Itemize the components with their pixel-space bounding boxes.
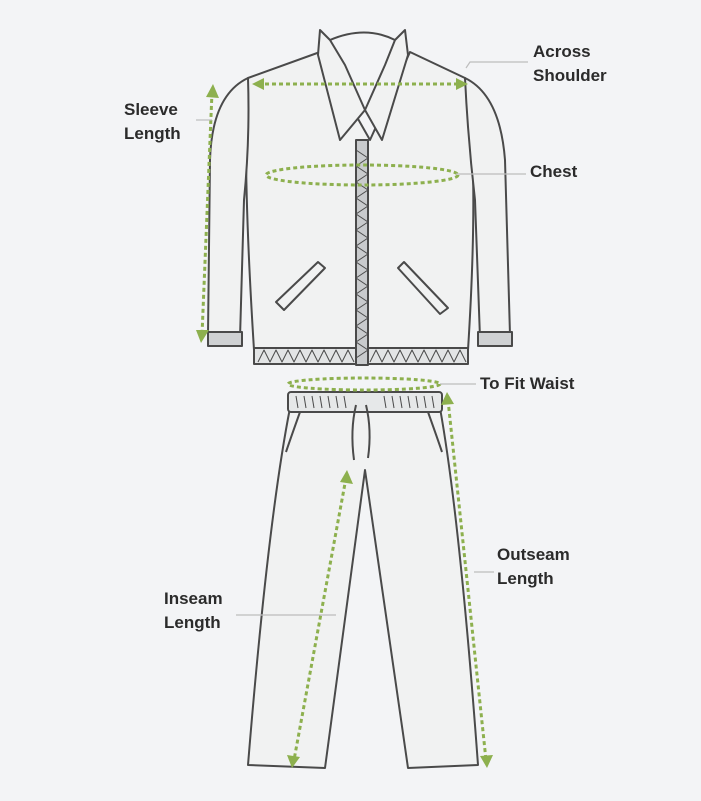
leader-lines: [196, 61, 528, 616]
jacket-left-pocket: [275, 261, 326, 311]
measurement-arrowheads: [196, 78, 493, 768]
pants-waistband: [287, 391, 443, 413]
pants-right-pocket: [427, 411, 443, 453]
pants-drawstring: [351, 404, 371, 461]
inseam-length-measure: [292, 477, 348, 761]
chest-measure: [264, 163, 460, 187]
sleeve-length-measure: [200, 91, 214, 336]
arrow-icon: [252, 78, 264, 90]
arrow-icon: [196, 330, 209, 343]
chest-label: Chest: [530, 162, 578, 181]
arrow-icon: [340, 470, 353, 484]
jacket-left-sleeve: [207, 77, 250, 339]
arrow-icon: [287, 755, 300, 768]
pants-body: [247, 407, 479, 769]
jacket-right-cuff: [477, 331, 513, 347]
pants-illustration: [247, 391, 479, 769]
inseam-length-label: Inseam Length: [164, 589, 223, 632]
arrow-icon: [456, 78, 468, 90]
arrow-icon: [206, 84, 219, 98]
across-shoulder-label: Across Shoulder: [533, 42, 607, 85]
jacket-right-pocket: [397, 261, 449, 315]
outseam-length-label: Outseam Length: [497, 545, 570, 588]
jacket-right-sleeve: [464, 77, 511, 339]
arrow-icon: [441, 392, 454, 405]
to-fit-waist-label: To Fit Waist: [480, 374, 575, 393]
jacket-left-cuff: [207, 331, 243, 347]
waist-measure: [286, 376, 442, 392]
outseam-length-measure: [446, 399, 488, 761]
arrow-icon: [480, 755, 493, 768]
sleeve-length-label: Sleeve Length: [124, 100, 181, 143]
pants-left-pocket: [285, 411, 301, 453]
jacket-illustration: [207, 29, 513, 366]
